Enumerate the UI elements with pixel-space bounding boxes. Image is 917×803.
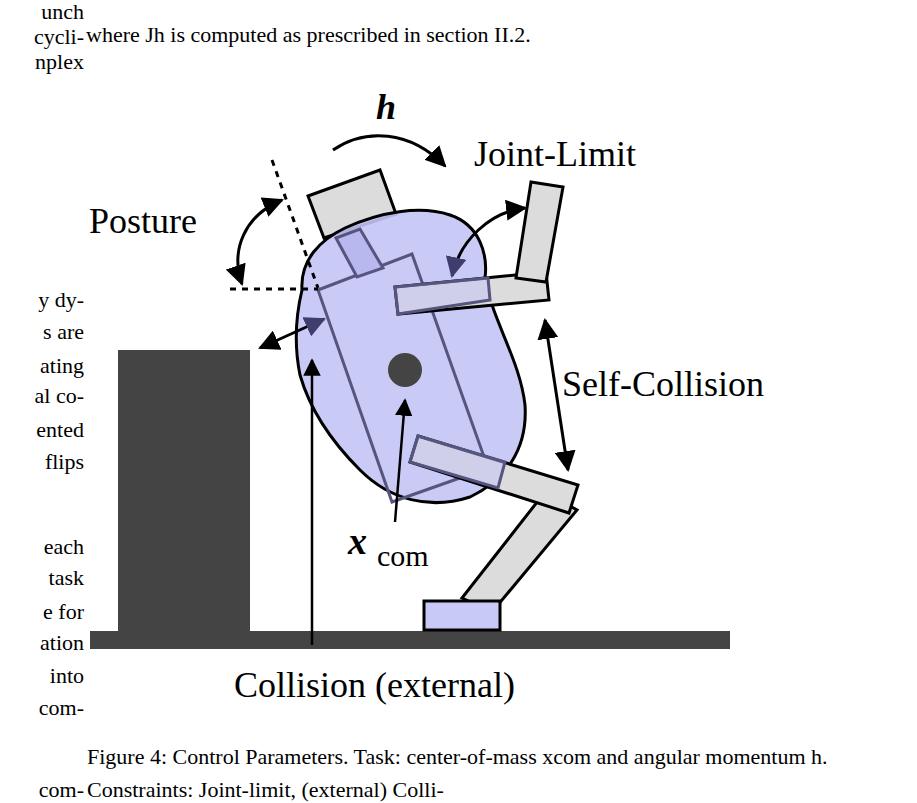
hull-overlay (395, 278, 490, 314)
cropped-body-text: al co- (35, 383, 84, 409)
posture-dash (272, 160, 318, 288)
annotation-label: Collision (external) (234, 664, 515, 707)
hull-overlay (410, 436, 505, 488)
com-dot (388, 353, 422, 387)
cropped-body-text: each (44, 534, 84, 560)
collision-hull (296, 210, 525, 502)
robot-thigh (410, 436, 578, 513)
math-symbol: x (348, 519, 367, 565)
cropped-body-text: com- (39, 695, 84, 721)
cropped-body-text: com- (39, 777, 84, 803)
robot-upper-arm-inner (395, 278, 490, 314)
cropped-body-text: ating (40, 353, 84, 379)
figure-caption: Figure 4: Control Parameters. Task: cent… (87, 740, 909, 803)
cropped-body-text: task (49, 565, 84, 591)
joint-limit-arrow (452, 208, 525, 276)
cropped-body-text: s are (43, 319, 84, 345)
wall-block (118, 350, 250, 632)
body-text: where Jh is computed as prescribed in se… (86, 22, 531, 48)
cropped-body-text: ation (40, 630, 84, 656)
cropped-body-text: y dy- (38, 287, 84, 313)
posture-dash (230, 288, 318, 291)
robot-neck (336, 229, 383, 277)
cropped-body-text: ented (36, 417, 84, 443)
robot-thigh-inner (410, 436, 505, 488)
collision-leader (311, 360, 314, 645)
posture-arrow (238, 200, 282, 284)
math-symbol: h (376, 86, 396, 129)
math-symbol: com (377, 538, 429, 574)
cropped-body-text: unch (41, 0, 84, 25)
annotation-label: Joint-Limit (474, 133, 636, 176)
cropped-body-text: cycli- (34, 24, 84, 50)
robot-forearm (516, 182, 563, 282)
cropped-body-text: flips (45, 449, 84, 475)
annotation-label: Self-Collision (562, 363, 764, 406)
ground (90, 631, 730, 649)
collision-arrow (260, 319, 324, 348)
momentum-arrow (333, 136, 445, 166)
cropped-body-text: e for (43, 599, 84, 625)
cropped-body-text: into (50, 663, 84, 689)
robot-foot (424, 601, 500, 630)
annotation-label: Posture (89, 200, 197, 243)
com-leader (395, 400, 405, 522)
cropped-body-text: nplex (35, 49, 84, 75)
